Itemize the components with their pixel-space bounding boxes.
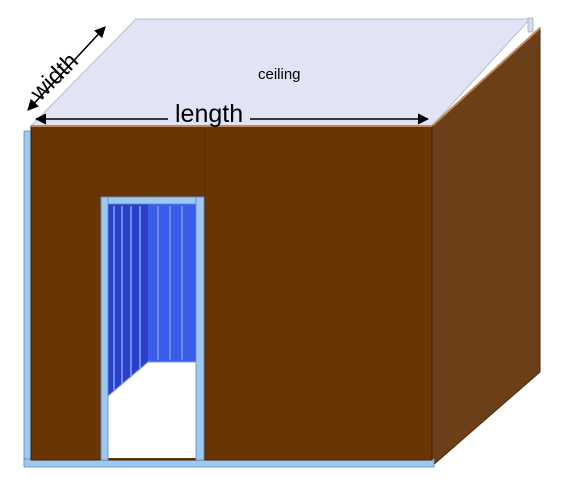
door-interior-stripes xyxy=(113,206,183,390)
door-frame-top xyxy=(100,196,205,205)
door-interior-back xyxy=(148,204,196,362)
width-arrow xyxy=(27,26,106,111)
side-wall-edge xyxy=(431,27,541,127)
doorway xyxy=(100,196,205,461)
top-right-frame-edge xyxy=(527,17,534,33)
front-wall xyxy=(30,125,433,461)
ceiling-label: ceiling xyxy=(258,66,301,83)
door-interior-left xyxy=(108,204,148,396)
length-label: length xyxy=(175,100,243,128)
door-frame-right xyxy=(195,196,205,461)
door-floor xyxy=(108,362,196,458)
door-frame-left xyxy=(100,196,109,461)
